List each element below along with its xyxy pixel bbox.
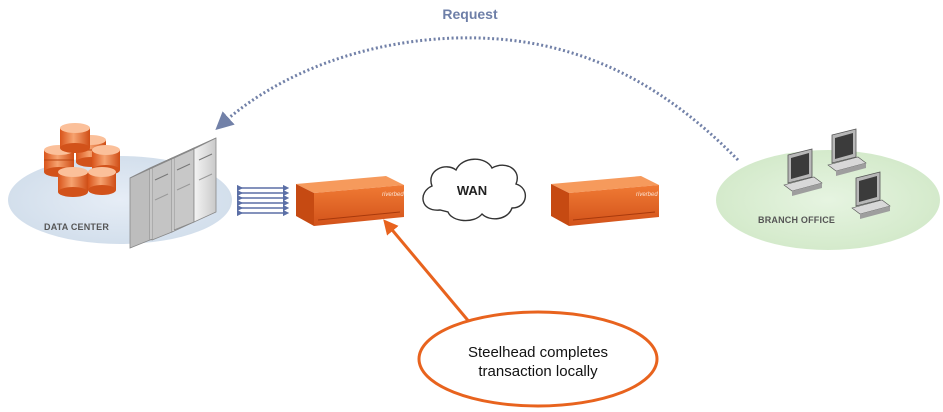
database-stack-icon [44,123,120,197]
wan-cloud-icon [422,158,526,222]
data-center-label: DATA CENTER [44,222,110,232]
callout-text: Steelhead completes transaction locally [418,343,658,381]
appliance-brand-text-right: riverbed [636,192,658,198]
parallel-connection-arrows [236,184,290,217]
request-arrow [215,36,740,162]
callout-ellipse [417,310,659,408]
server-rack-icon [129,137,217,249]
workstation-icon [783,128,891,219]
branch-office-zone [716,150,940,250]
steelhead-appliance-icon: riverbed [296,176,404,226]
appliance-brand-text: riverbed [382,192,404,198]
callout-line-1: Steelhead completes [467,344,609,361]
callout-arrow [383,219,478,331]
branch-office-label: BRANCH OFFICE [758,215,836,225]
callout-line-2: transaction locally [478,363,598,380]
wan-label: WAN [456,183,488,198]
request-label: Request [442,6,498,22]
steelhead-appliance-icon-right: riverbed [551,176,659,226]
